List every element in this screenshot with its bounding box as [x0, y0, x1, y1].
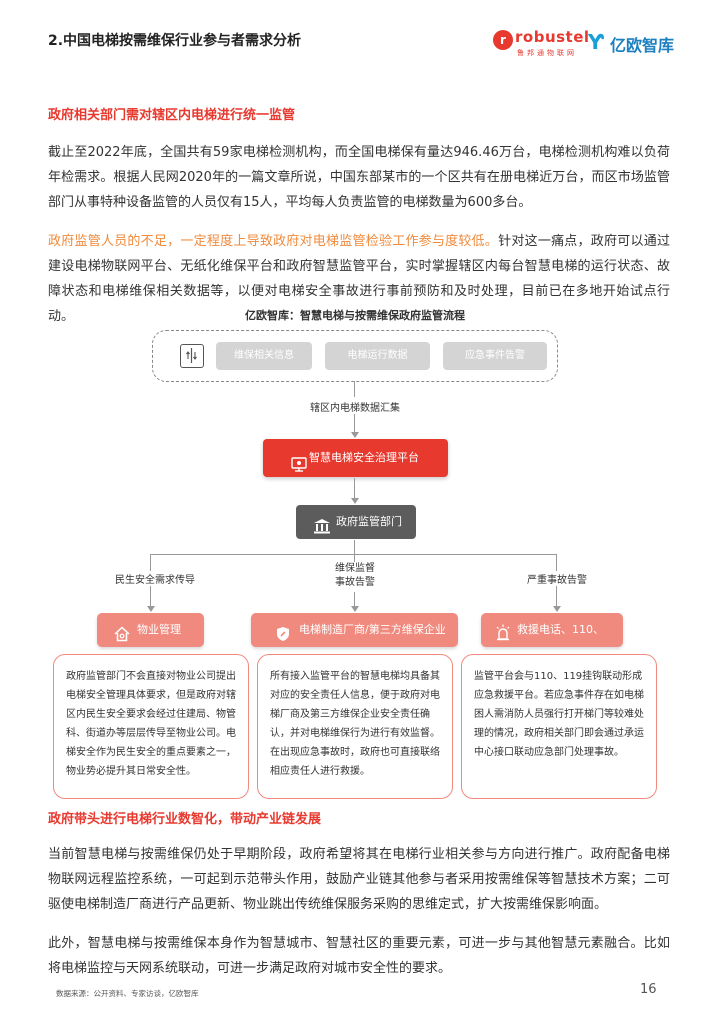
arrow-down-icon	[351, 432, 359, 438]
property-management-box: 物业管理	[97, 613, 204, 647]
section2-paragraph-1: 当前智慧电梯与按需维保仍处于早期阶段，政府希望将其在电梯行业相关参与方向进行推广…	[48, 847, 670, 912]
robustel-logo-icon: r	[493, 30, 513, 50]
section1-title: 政府相关部门需对辖区内电梯进行统一监管	[48, 108, 296, 123]
data-item-operation-data: 电梯运行数据	[325, 342, 430, 370]
description-property: 政府监管部门不会直接对物业公司提出电梯安全管理具体要求，但是政府对辖区内民生安全…	[53, 654, 249, 799]
platform-label: 智慧电梯安全治理平台	[309, 451, 419, 464]
emergency-services-label: 救援电话、110、119	[517, 623, 604, 670]
section2-paragraph-2: 此外，智慧电梯与按需维保本身作为智慧城市、智慧社区的重要元素，可进一步与其他智慧…	[48, 936, 670, 976]
connector-line	[354, 540, 355, 562]
data-source-box	[152, 330, 558, 382]
house-icon	[114, 622, 130, 642]
aggregate-label: 辖区内电梯数据汇集	[310, 403, 400, 414]
branch-label-severe-accident: 严重事故告警	[502, 571, 612, 586]
connector-line	[354, 478, 355, 499]
shield-wrench-icon	[275, 622, 291, 641]
government-building-icon	[313, 514, 331, 534]
emergency-services-box: 救援电话、110、119	[481, 613, 623, 670]
arrow-down-icon	[351, 606, 359, 612]
branch-label-maintenance: 维保监督 事故告警	[300, 562, 410, 590]
connector-line	[354, 592, 355, 608]
arrow-down-icon	[351, 498, 359, 504]
government-department-box: 政府监管部门	[296, 505, 416, 539]
connector-line	[354, 414, 355, 434]
description-emergency: 监管平台会与110、119挂钩联动形成应急救援平台。若应急事件存在如电梯困人需消…	[461, 654, 657, 799]
arrow-down-icon	[147, 606, 155, 612]
yiou-logo: Ƴ 亿欧智库	[588, 28, 674, 56]
monitor-icon	[291, 450, 307, 472]
data-item-maintenance-info: 维保相关信息	[216, 342, 312, 370]
yiou-logo-icon: Ƴ	[588, 30, 604, 54]
section2-title: 政府带头进行电梯行业数智化，带动产业链发展	[48, 812, 322, 827]
elevator-sensor-icon	[180, 344, 204, 368]
section1-paragraph-2: 政府监管人员的不足，一定程度上导致政府对电梯监管检验工作参与度较低。针对这一痛点…	[48, 229, 670, 329]
diagram-title: 亿欧智库：智慧电梯与按需维保政府监管流程	[245, 309, 465, 322]
branch-horizontal-line	[150, 554, 556, 555]
connector-line	[354, 381, 355, 397]
robustel-logo-name: robustel	[515, 28, 590, 46]
branch-label-accident: 事故告警	[335, 577, 375, 588]
page-number: 16	[640, 982, 657, 997]
government-department-label: 政府监管部门	[336, 515, 402, 528]
robustel-logo-subtitle: 鲁邦通物联网	[517, 49, 577, 57]
paragraph-text: 针对这一痛点，政府可以通过建设电梯物联网平台、无纸化维保平台和政府智慧监管平台，…	[48, 234, 670, 324]
section-header-title: 2.中国电梯按需维保行业参与者需求分析	[48, 33, 302, 49]
property-management-label: 物业管理	[137, 623, 181, 636]
manufacturer-box: 电梯制造厂商/第三方维保企业	[251, 613, 458, 647]
branch-label-civil-safety: 民生安全需求传导	[100, 571, 210, 586]
section1-paragraph-1: 截止至2022年底，全国共有59家电梯检测机构，而全国电梯保有量达946.46万…	[48, 145, 670, 210]
data-source-note: 数据来源：公开资料、专家访谈，亿欧智库	[56, 989, 199, 998]
highlight-text: 政府监管人员的不足，一定程度上导致政府对电梯监管检验工作参与度较低。	[48, 234, 499, 249]
siren-icon	[495, 621, 511, 641]
platform-box: 智慧电梯安全治理平台	[263, 439, 448, 477]
manufacturer-label: 电梯制造厂商/第三方维保企业	[299, 623, 446, 636]
robustel-logo: r robustel 鲁邦通物联网	[493, 26, 589, 58]
yiou-logo-name: 亿欧智库	[610, 36, 675, 55]
data-item-emergency-alarm: 应急事件告警	[443, 342, 547, 370]
description-manufacturer: 所有接入监管平台的智慧电梯均具备其对应的安全责任人信息，便于政府对电梯厂商及第三…	[257, 654, 453, 799]
arrow-down-icon	[553, 606, 561, 612]
branch-label-supervision: 维保监督	[335, 563, 375, 574]
